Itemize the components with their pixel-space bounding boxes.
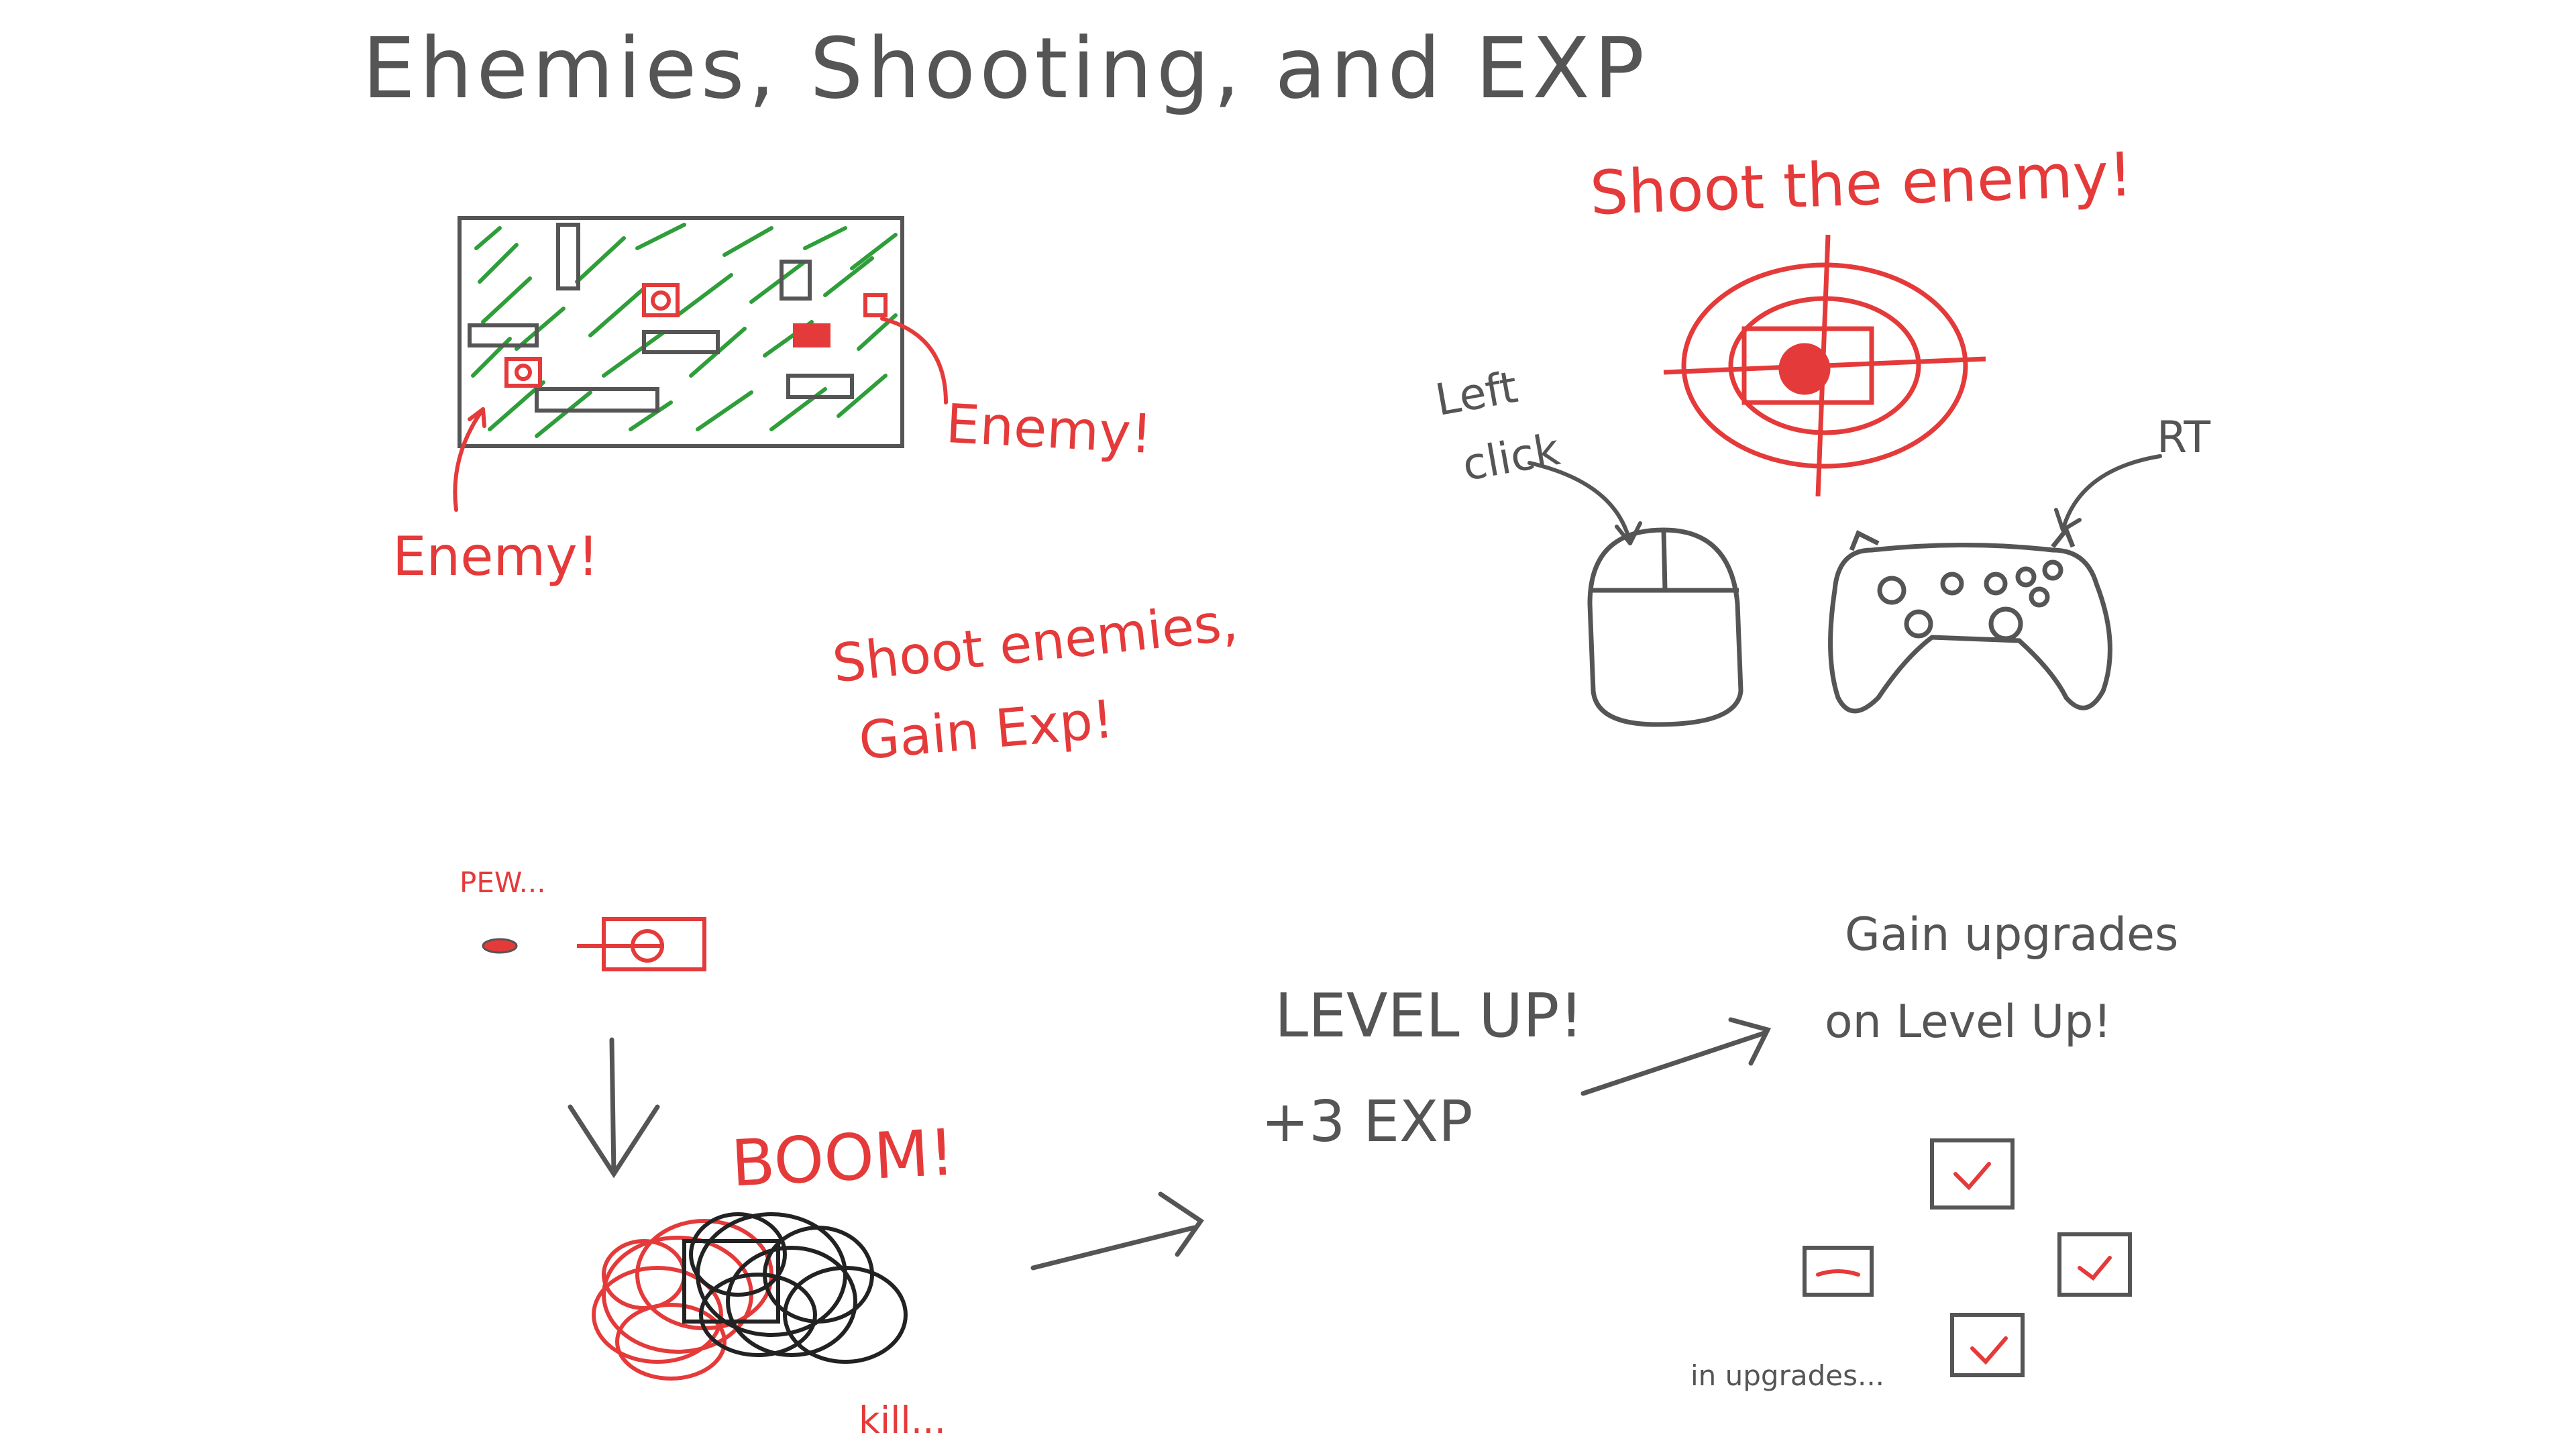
gain-upgrades-line2: on Level Up! [1825, 996, 2112, 1049]
gamepad-icon [1828, 525, 2112, 714]
grass-strokes [471, 223, 898, 438]
enemy-label-left: Enemy! [392, 525, 599, 588]
explosion [592, 1212, 908, 1381]
mouse-icon [1587, 527, 1743, 727]
gain-upgrades-line1: Gain upgrades [1845, 908, 2179, 961]
in-upgrades-label: in upgrades... [1690, 1359, 1885, 1392]
enemy-label-right: Enemy! [944, 392, 1155, 466]
checkbox-icon [1803, 1138, 2132, 1377]
shoot-the-enemy: Shoot the enemy! [1589, 139, 2134, 229]
rt-label: RT [2157, 413, 2211, 463]
crosshair-icon [1663, 234, 1986, 497]
kill-label: kill... [859, 1399, 947, 1442]
page-title: Ehemies, Shooting, and EXP [362, 20, 1649, 117]
left-click-line1: Left [1432, 362, 1521, 427]
small-enemy [577, 917, 706, 971]
plus-exp-label: +3 EXP [1261, 1089, 1473, 1155]
boom-label: BOOM! [729, 1116, 957, 1201]
pew-label: PEW... [460, 866, 546, 899]
map-enemies [504, 283, 888, 388]
bullet [482, 938, 518, 954]
level-up-label: LEVEL UP! [1275, 981, 1584, 1051]
game-map [458, 216, 904, 448]
